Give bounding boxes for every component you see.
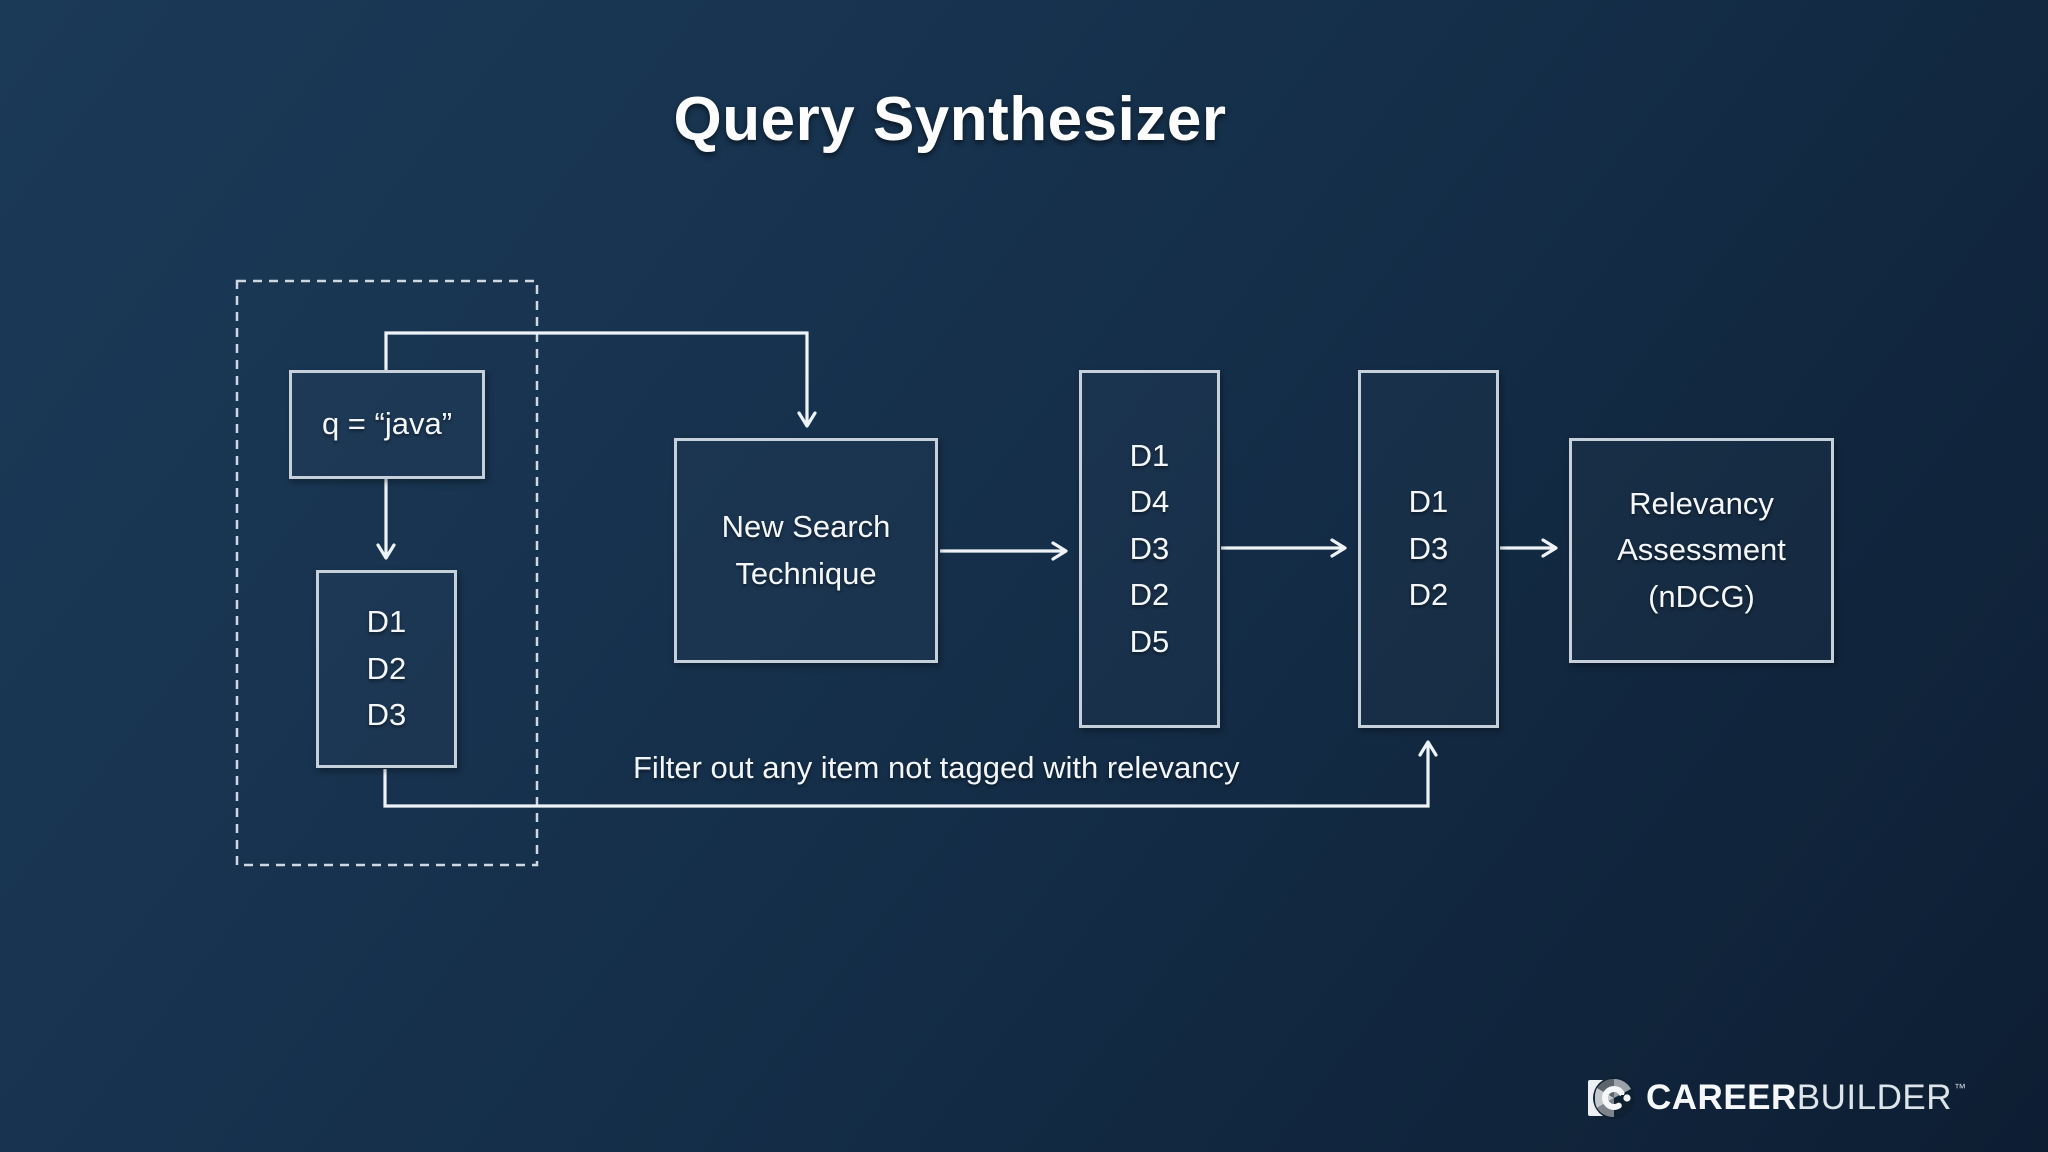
relevancy-assessment-box: Relevancy Assessment (nDCG) [1569, 438, 1834, 663]
filtered-results-box: D1 D3 D2 [1358, 370, 1499, 728]
initial-results-box: D1 D2 D3 [316, 570, 457, 768]
new-search-technique-box: New Search Technique [674, 438, 938, 663]
brand-text-builder: BUILDER [1796, 1078, 1953, 1117]
filter-note-label: Filter out any item not tagged with rele… [633, 750, 1240, 785]
careerbuilder-logo-icon [1588, 1077, 1635, 1119]
brand-text-career: CAREER [1646, 1078, 1797, 1117]
raw-results-box: D1 D4 D3 D2 D5 [1079, 370, 1220, 728]
query-box: q = “java” [289, 370, 485, 479]
trademark-symbol: ™ [1954, 1081, 1967, 1095]
page-title: Query Synthesizer [673, 85, 1227, 154]
